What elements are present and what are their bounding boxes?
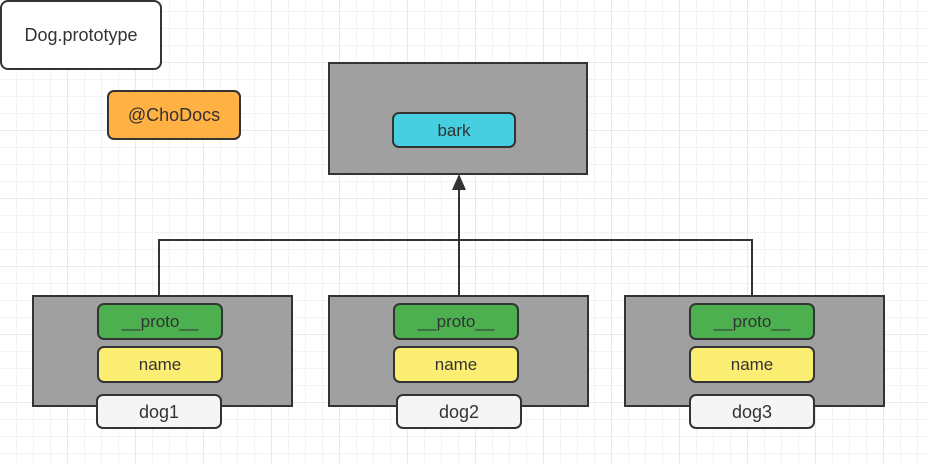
- instance-dog3-proto-slot: __proto__: [689, 303, 815, 340]
- instance-dog1-title-box: dog1: [96, 394, 222, 429]
- instance-dog2-proto-slot: __proto__: [393, 303, 519, 340]
- chodocs-watermark-badge: @ChoDocs: [107, 90, 241, 140]
- instance-dog2-proto-label: __proto__: [417, 312, 495, 331]
- instance-dog1-title-label: dog1: [138, 401, 180, 422]
- instance-dog1-name-label: name: [138, 355, 182, 374]
- dog-prototype-box: bark: [328, 62, 588, 175]
- instance-dog1-proto-slot: __proto__: [97, 303, 223, 340]
- instance-dog3-proto-label: __proto__: [713, 312, 791, 331]
- chodocs-watermark-label: @ChoDocs: [127, 105, 221, 125]
- instance-dog2-name-slot: name: [393, 346, 519, 383]
- instance-dog3-name-label: name: [730, 355, 774, 374]
- connector-drop-dog2: [458, 239, 460, 297]
- instance-dog2-title-label: dog2: [438, 401, 480, 422]
- instance-dog1-name-slot: name: [97, 346, 223, 383]
- instance-dog3-title-box: dog3: [689, 394, 815, 429]
- connector-arrow-shaft: [458, 188, 460, 241]
- connector-drop-dog1: [158, 239, 160, 297]
- instance-dog2-title-box: dog2: [396, 394, 522, 429]
- connector-drop-dog3: [751, 239, 753, 297]
- instance-dog2-name-label: name: [434, 355, 478, 374]
- dog-prototype-title-label: Dog.prototype: [24, 24, 138, 45]
- dog-prototype-title-box: Dog.prototype: [0, 0, 162, 70]
- instance-dog3-name-slot: name: [689, 346, 815, 383]
- instance-dog3-title-label: dog3: [731, 401, 773, 422]
- connector-arrow-head-icon: [452, 174, 466, 190]
- prototype-method-bark-label: bark: [437, 120, 471, 140]
- instance-box-dog1: __proto__ name: [32, 295, 293, 407]
- instance-dog1-proto-label: __proto__: [121, 312, 199, 331]
- instance-box-dog2: __proto__ name: [328, 295, 589, 407]
- connector-bus-horizontal: [158, 239, 753, 241]
- prototype-method-bark: bark: [392, 112, 516, 148]
- instance-box-dog3: __proto__ name: [624, 295, 885, 407]
